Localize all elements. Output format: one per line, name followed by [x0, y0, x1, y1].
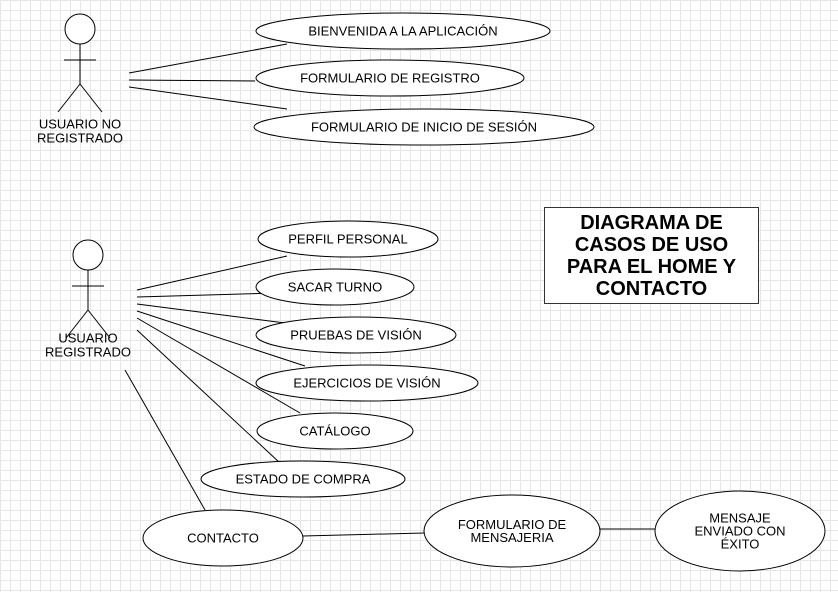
use-case-ellipse: [256, 412, 414, 450]
use-case-vision-tests[interactable]: PRUEBAS DE VISIÓN: [255, 316, 457, 354]
diagram-title-box[interactable]: DIAGRAMA DE CASOS DE USO PARA EL HOME Y …: [544, 207, 759, 304]
use-case-ellipse: [257, 220, 439, 258]
use-case-ellipse: [255, 59, 525, 97]
use-case-login-form[interactable]: FORMULARIO DE INICIO DE SESIÓN: [253, 108, 595, 146]
use-case-ellipse: [142, 509, 304, 567]
use-case-label: CONTACTO: [187, 531, 259, 546]
association-line-contact-messaging-form: [302, 532, 425, 537]
use-case-ellipse: [255, 364, 479, 402]
use-case-label: FORMULARIO DE INICIO DE SESIÓN: [311, 120, 537, 135]
use-case-label: EJERCICIOS DE VISIÓN: [293, 376, 440, 391]
association-line-registered-purchase-status: [136, 329, 281, 464]
use-case-catalog[interactable]: CATÁLOGO: [256, 412, 414, 450]
association-line-registered-profile: [136, 255, 288, 291]
association-line-registered-contact: [124, 369, 206, 511]
use-case-profile[interactable]: PERFIL PERSONAL: [257, 220, 439, 258]
use-case-label: ESTADO DE COMPRA: [236, 472, 371, 487]
use-case-vision-exercises[interactable]: EJERCICIOS DE VISIÓN: [255, 364, 479, 402]
use-case-ellipse: [253, 108, 595, 146]
use-case-purchase-status[interactable]: ESTADO DE COMPRA: [200, 460, 406, 498]
use-case-label: BIENVENIDA A LA APLICACIÓN: [308, 24, 497, 39]
association-line-unregistered-welcome: [128, 43, 288, 74]
use-case-contact[interactable]: CONTACTO: [142, 509, 304, 567]
use-case-label: PERFIL PERSONAL: [288, 232, 407, 247]
use-cases: BIENVENIDA A LA APLICACIÓN FORMULARIO DE …: [142, 12, 826, 572]
association-lines: [124, 43, 656, 537]
use-case-ellipse: [255, 268, 415, 306]
use-case-register-form[interactable]: FORMULARIO DE REGISTRO: [255, 59, 525, 97]
association-line-registered-appointment: [136, 292, 278, 298]
use-case-ellipse: [654, 490, 826, 572]
association-line-unregistered-login-form: [128, 86, 288, 110]
association-line-registered-vision-tests: [136, 303, 286, 324]
stick-figure-icon: [65, 239, 111, 339]
use-case-label: PRUEBAS DE VISIÓN: [290, 328, 421, 343]
use-case-ellipse: [200, 460, 406, 498]
use-case-ellipse: [423, 494, 601, 568]
association-line-registered-catalog: [136, 317, 301, 414]
diagram-title: DIAGRAMA DE CASOS DE USO PARA EL HOME Y …: [566, 211, 737, 300]
use-case-ellipse: [255, 316, 457, 354]
use-case-label: CATÁLOGO: [299, 424, 370, 439]
use-case-appointment[interactable]: SACAR TURNO: [255, 268, 415, 306]
association-line-registered-vision-exercises: [136, 310, 306, 367]
use-case-label: SACAR TURNO: [288, 280, 382, 295]
use-case-label: FORMULARIO DE REGISTRO: [300, 71, 480, 86]
association-line-unregistered-register-form: [128, 79, 256, 82]
use-case-welcome[interactable]: BIENVENIDA A LA APLICACIÓN: [255, 12, 551, 50]
stick-figure-icon: [57, 13, 103, 113]
use-case-ellipse: [255, 12, 551, 50]
